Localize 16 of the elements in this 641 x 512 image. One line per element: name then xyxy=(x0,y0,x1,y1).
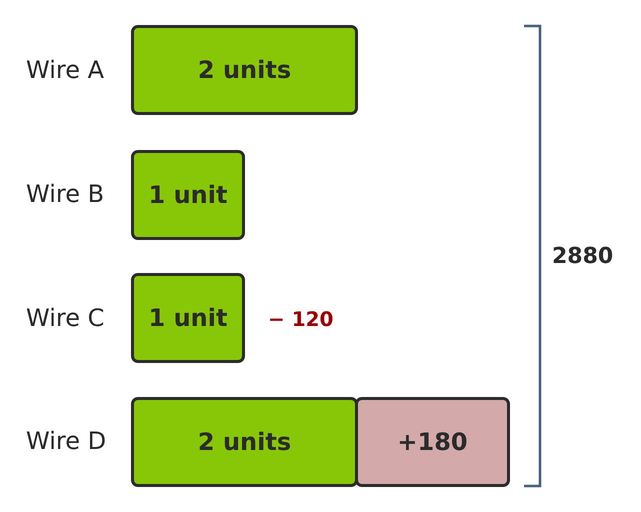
bar-segment xyxy=(131,25,358,115)
bar-segment xyxy=(131,273,245,363)
total-label: 2880 xyxy=(552,243,614,271)
difference-label: − 120 xyxy=(268,306,334,333)
row-label: Wire D xyxy=(26,426,106,456)
bar-segment xyxy=(131,150,245,240)
bar-segment xyxy=(131,397,358,487)
row-label: Wire A xyxy=(26,55,104,85)
row-label: Wire B xyxy=(26,179,104,209)
bar-label: 1 unit xyxy=(148,181,228,209)
bar-segment xyxy=(355,397,510,487)
bar-label: +180 xyxy=(397,428,468,456)
bar-label: 2 units xyxy=(198,56,292,84)
bar-label: 1 unit xyxy=(148,304,228,332)
bar-label: 2 units xyxy=(198,428,292,456)
row-label: Wire C xyxy=(26,303,104,333)
